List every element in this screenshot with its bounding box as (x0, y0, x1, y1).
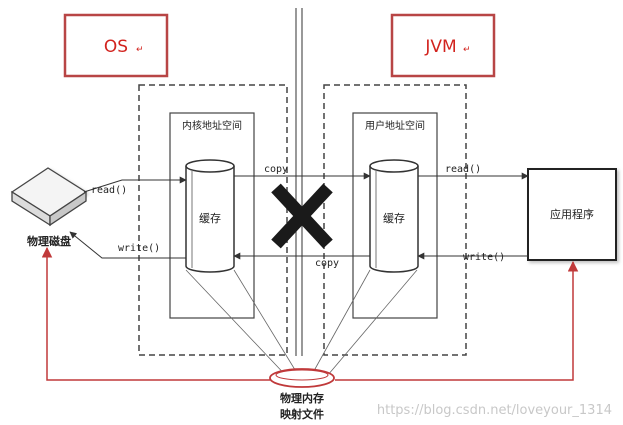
copy-user-to-kernel-arrow: copy (233, 252, 370, 269)
read-disk-to-kernel-arrow: read() (83, 176, 187, 196)
os-jvm-divider (295, 8, 303, 356)
application-label: 应用程序 (550, 207, 594, 221)
jvm-label-box: JVM ↵ (390, 13, 496, 78)
user-cache-label: 缓存 (383, 211, 405, 225)
jvm-label-border (390, 13, 496, 78)
mmap-label-line1: 物理内存 (280, 391, 324, 405)
application-box: 应用程序 (527, 168, 617, 261)
mmap-red-path (41, 246, 579, 381)
read-user-to-app-arrow: read() (418, 164, 529, 180)
mmap-mapping-lines (185, 269, 418, 383)
copy-top-label: copy (264, 164, 288, 175)
os-return-mark: ↵ (136, 45, 144, 55)
kernel-outer-dashed-box (138, 84, 288, 356)
mmap-label-line2: 映射文件 (280, 407, 324, 421)
blocked-copy-cross-icon (271, 183, 333, 249)
mmap-ellipse (269, 368, 335, 388)
write-kernel-to-disk-arrow: write() (69, 231, 186, 259)
kernel-cache-cylinder: 缓存 (185, 159, 235, 273)
read-left-label: read() (91, 185, 127, 196)
physical-disk: 物理磁盘 (10, 167, 88, 248)
physical-disk-label: 物理磁盘 (27, 234, 71, 248)
copy-bottom-label: copy (315, 258, 339, 269)
user-cache-cylinder: 缓存 (369, 159, 419, 273)
write-left-label: write() (118, 243, 160, 254)
kernel-space-label: 内核地址空间 (182, 119, 242, 132)
jvm-label: JVM (424, 37, 456, 57)
watermark: https://blog.csdn.net/loveyour_1314 (377, 403, 612, 418)
user-space-label: 用户地址空间 (365, 119, 425, 132)
kernel-cache-label: 缓存 (199, 211, 221, 225)
os-label-border (63, 13, 169, 78)
write-right-label: write() (463, 252, 505, 263)
jvm-return-mark: ↵ (463, 45, 471, 55)
os-label: OS (104, 37, 128, 57)
write-app-to-user-arrow: write() (417, 252, 528, 263)
os-label-box: OS ↵ (63, 13, 169, 78)
read-right-label: read() (445, 164, 481, 175)
user-outer-dashed-box (323, 84, 467, 356)
copy-kernel-to-user-arrow: copy (234, 164, 371, 180)
